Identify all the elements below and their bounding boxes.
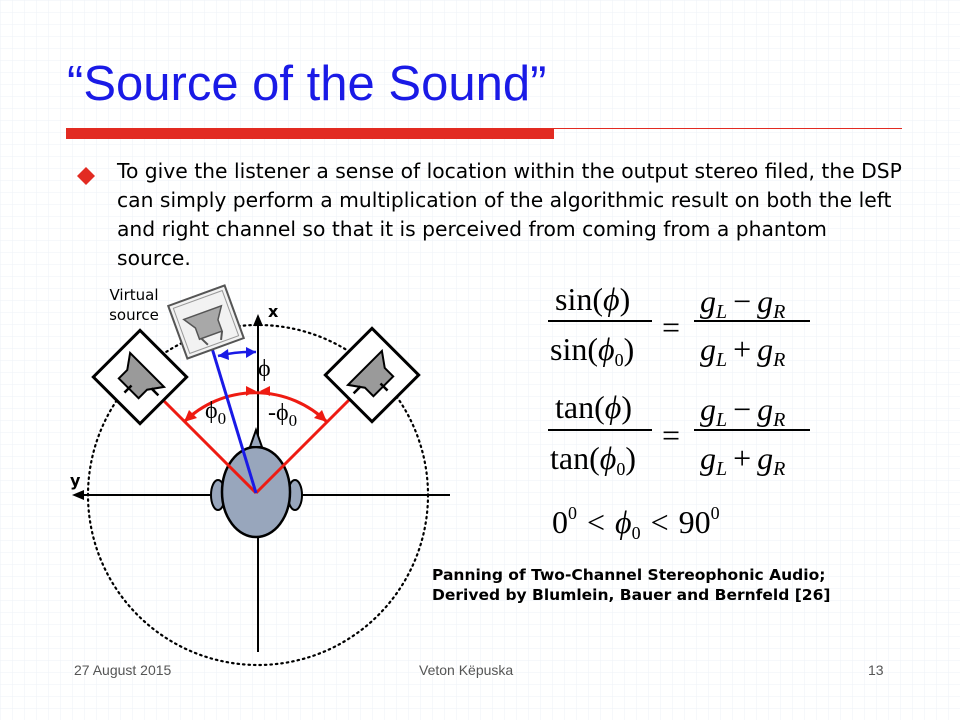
- arc-right-arrow-icon: [314, 410, 327, 422]
- figure-caption: Panning of Two-Channel Stereophonic Audi…: [432, 566, 831, 604]
- svg-text:gL+gR: gL+gR: [700, 331, 785, 371]
- phi-arc-left-arrow-icon: [218, 349, 229, 360]
- phi-arc-right-arrow-icon: [246, 347, 256, 358]
- slide-title: “Source of the Sound”: [67, 57, 547, 111]
- phi0-label: ϕ0: [205, 398, 226, 428]
- diamond-bullet-icon: [77, 167, 95, 185]
- footer-date: 27 August 2015: [74, 662, 172, 678]
- footer-page-number: 13: [868, 662, 884, 678]
- sine-law-equation: sin(ϕ) sin(ϕ0) = gL−gR gL+gR: [548, 281, 810, 371]
- x-axis-label: x: [268, 302, 279, 321]
- angle-range-inequality: 00<ϕ0<900: [552, 503, 720, 543]
- tangent-law-equation: tan(ϕ) tan(ϕ0) = gL−gR gL+gR: [548, 389, 810, 480]
- svg-text:=: =: [662, 309, 680, 345]
- right-speaker-ray: [254, 383, 366, 495]
- right-speaker-icon: [323, 326, 421, 424]
- svg-text:tan(ϕ): tan(ϕ): [555, 389, 632, 425]
- svg-text:sin(ϕ): sin(ϕ): [555, 281, 630, 317]
- arc-left-arrow-icon: [184, 410, 197, 422]
- arc-center-arrow-left-icon: [246, 386, 256, 396]
- bullet-text: To give the listener a sense of location…: [117, 159, 902, 270]
- virtual-source-ray: [206, 334, 258, 494]
- svg-text:gL−gR: gL−gR: [700, 283, 785, 323]
- phi0-arc: [182, 391, 329, 424]
- svg-text:gL+gR: gL+gR: [700, 440, 785, 480]
- neg-phi0-label: -ϕ0: [268, 400, 297, 430]
- left-speaker-ray: [149, 386, 258, 495]
- left-speaker-icon: [91, 328, 189, 426]
- virtual-source-speaker-icon: [166, 284, 246, 360]
- listener-nose: [248, 426, 264, 448]
- svg-text:tan(ϕ0): tan(ϕ0): [550, 440, 636, 479]
- footer-author: Veton Këpuska: [419, 662, 514, 678]
- y-axis-label: y: [70, 471, 81, 490]
- svg-text:sin(ϕ0): sin(ϕ0): [550, 331, 634, 370]
- title-underline-bar: [66, 128, 554, 139]
- y-axis-arrow-icon: [72, 490, 84, 500]
- svg-text:=: =: [662, 417, 680, 453]
- svg-text:gL−gR: gL−gR: [700, 391, 785, 431]
- title-underline-rule: [554, 128, 902, 129]
- phi-label: ϕ: [258, 356, 271, 382]
- arc-center-arrow-right-icon: [260, 386, 270, 396]
- panning-equations: sin(ϕ) sin(ϕ0) = gL−gR gL+gR tan(ϕ) tan(…: [548, 281, 810, 543]
- x-axis-arrow-icon: [253, 314, 263, 326]
- svg-text:00<ϕ0<900: 00<ϕ0<900: [552, 503, 720, 543]
